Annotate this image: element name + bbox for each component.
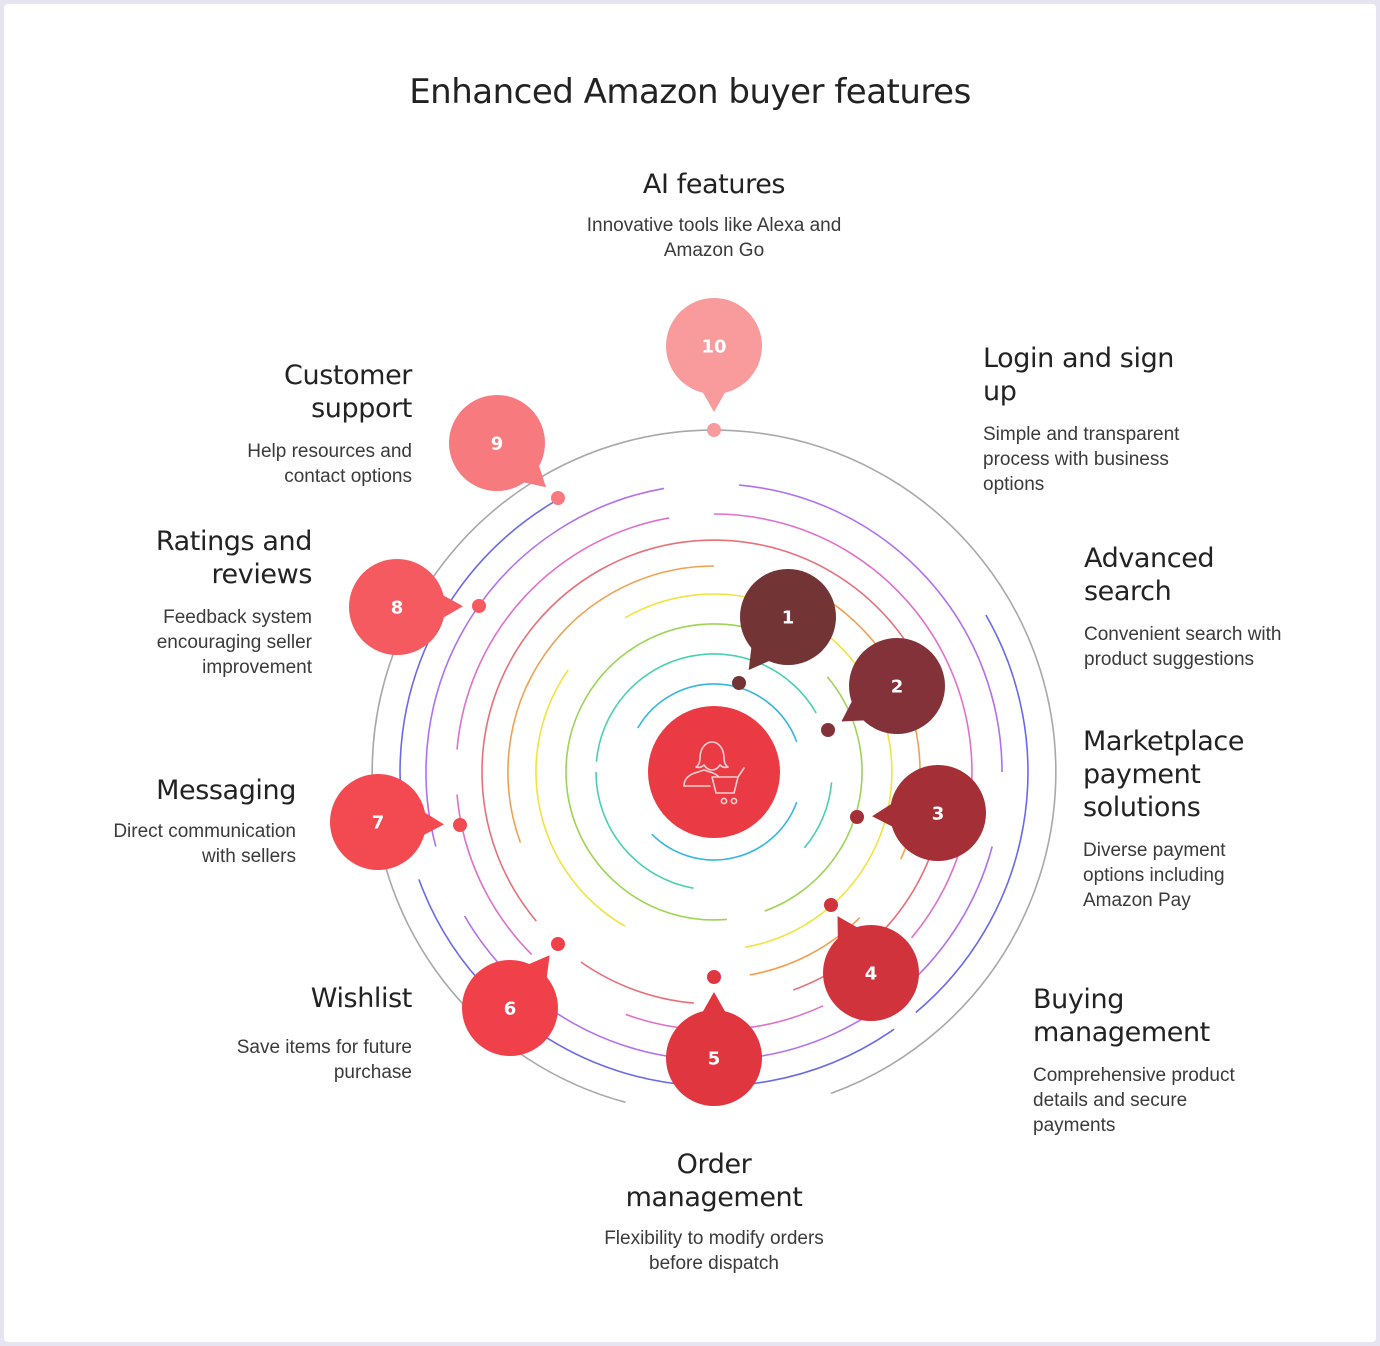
bubble-circle <box>890 765 986 861</box>
ring-arc-6 <box>481 771 537 922</box>
bubble-circle <box>740 569 836 665</box>
ring-arc-10 <box>625 429 1057 1095</box>
feature-title: Messaging <box>156 775 296 806</box>
feature-bubble-2: 2 <box>821 638 945 737</box>
bubble-circle <box>330 774 426 870</box>
bubble-number: 4 <box>865 964 878 985</box>
feature-bubble-4: 4 <box>823 898 919 1021</box>
customer-shopping-cart-icon <box>683 741 745 805</box>
bubble-number: 10 <box>701 337 726 358</box>
bubble-circle <box>449 395 545 491</box>
bubble-number: 6 <box>504 999 517 1020</box>
center-circle <box>648 706 780 838</box>
ring-arc-9 <box>399 499 558 827</box>
ring-arc-6 <box>580 961 694 1004</box>
ring-marker-dot <box>732 676 746 690</box>
ring-arc-2 <box>595 771 694 889</box>
bubble-number: 9 <box>491 434 504 455</box>
feature-bubble-3: 3 <box>850 765 986 861</box>
feature-title: AI features <box>642 169 786 200</box>
feature-bubble-7: 7 <box>330 774 467 870</box>
feature-bubble-6: 6 <box>462 937 565 1056</box>
ring-marker-dot <box>551 937 565 951</box>
bubble-circle <box>849 638 945 734</box>
bubble-circle <box>823 925 919 1021</box>
ring-marker-dot <box>551 491 565 505</box>
ring-marker-dot <box>824 898 838 912</box>
feature-bubble-9: 9 <box>449 395 565 505</box>
bubble-number: 8 <box>391 598 404 619</box>
bubble-number: 3 <box>932 804 945 825</box>
ring-marker-dot <box>821 723 835 737</box>
feature-bubble-10: 10 <box>666 298 762 437</box>
bubble-number: 5 <box>708 1049 721 1070</box>
ring-marker-dot <box>707 423 721 437</box>
bubble-tail <box>700 387 728 412</box>
feature-bubble-1: 1 <box>732 569 836 690</box>
ring-arc-7 <box>713 513 973 939</box>
ring-arc-1 <box>651 801 798 861</box>
bubble-circle <box>666 298 762 394</box>
ring-marker-dot <box>850 810 864 824</box>
ring-arc-7 <box>456 517 670 750</box>
bubble-number: 7 <box>372 813 385 834</box>
diagram-title: Enhanced Amazon buyer features <box>409 72 971 112</box>
ring-arc-9 <box>915 614 1029 1014</box>
feature-title: Wishlist <box>310 983 413 1014</box>
diagram-canvas <box>4 4 1376 1342</box>
feature-block-10: AI features Innovative tools like Alexa … <box>540 168 888 263</box>
ring-arc-8 <box>425 487 665 847</box>
feature-bubble-5: 5 <box>666 970 762 1106</box>
ring-arc-6 <box>481 539 933 773</box>
feature-bubble-8: 8 <box>349 559 486 655</box>
ring-arc-9 <box>418 879 895 1087</box>
bubble-circle <box>666 1010 762 1106</box>
ring-marker-dot <box>453 818 467 832</box>
ring-arc-2 <box>595 653 817 762</box>
ring-arc-7 <box>456 794 533 955</box>
ring-arc-2 <box>803 782 833 849</box>
ring-marker-dot <box>707 970 721 984</box>
ring-arc-4 <box>535 669 626 927</box>
ring-marker-dot <box>472 599 486 613</box>
bubble-number: 1 <box>782 608 795 629</box>
ring-arc-8 <box>739 484 1003 773</box>
bubble-number: 2 <box>891 677 904 698</box>
ring-arc-1 <box>637 683 798 743</box>
bubble-tail <box>700 992 728 1017</box>
ring-arc-3 <box>565 771 727 921</box>
bubble-tail <box>438 592 463 621</box>
bubble-circle <box>462 960 558 1056</box>
bubble-circle <box>349 559 445 655</box>
ring-arc-5 <box>507 565 715 843</box>
